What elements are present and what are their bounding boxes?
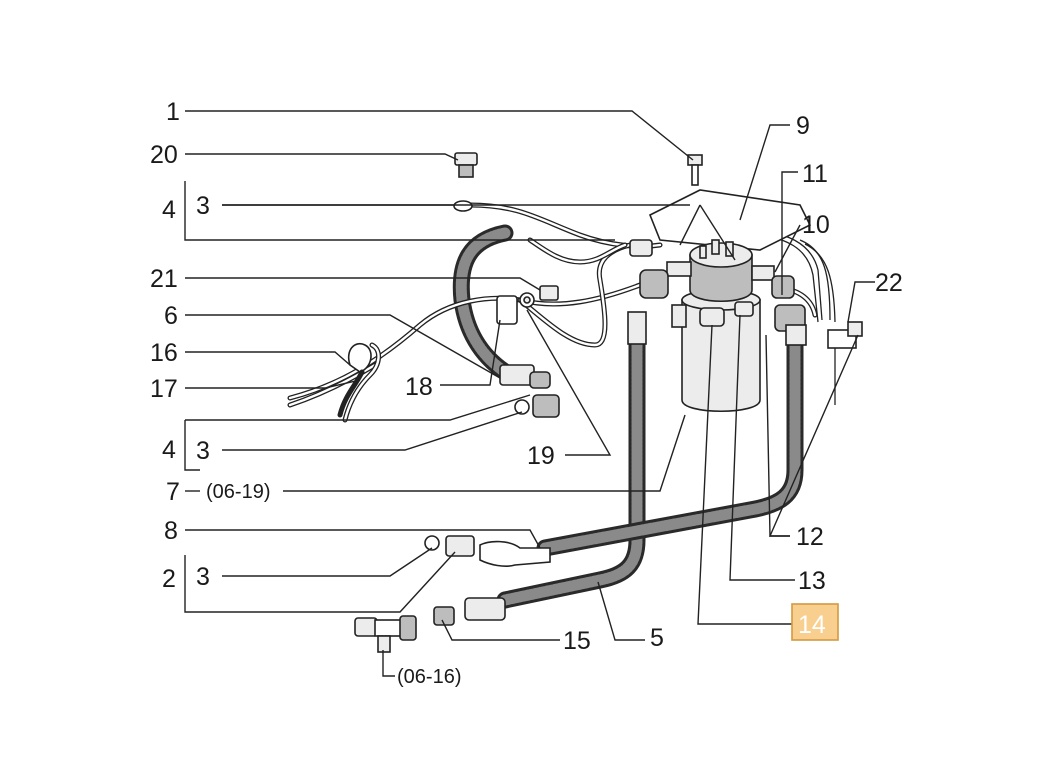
label-5: 5 (650, 624, 664, 652)
clip-16 (337, 343, 372, 418)
label-15: 15 (563, 627, 591, 655)
label-21: 21 (150, 265, 178, 293)
label-12: 12 (796, 523, 824, 551)
filter-head (689, 254, 753, 303)
tubes (287, 202, 818, 423)
label-2-ref: (06-16) (397, 666, 461, 688)
elbow-8 (479, 540, 551, 567)
label-17: 17 (150, 375, 178, 403)
label-13: 13 (798, 567, 826, 595)
label-18: 18 (405, 373, 433, 401)
label-7: 7 (166, 478, 180, 506)
label-3a: 3 (196, 192, 210, 220)
label-10: 10 (802, 211, 830, 239)
label-16: 16 (150, 339, 178, 367)
adapter-2 (445, 535, 475, 557)
label-19: 19 (527, 442, 555, 470)
callout-labels: 1 20 4 3 21 6 16 17 18 4 3 19 7 (06-19) … (150, 98, 903, 688)
tee-fitting (354, 615, 417, 653)
leader-lines (184, 110, 875, 677)
label-4a: 4 (162, 196, 176, 224)
label-9: 9 (796, 112, 810, 140)
label-22: 22 (875, 269, 903, 297)
label-2: 2 (162, 565, 176, 593)
label-1: 1 (166, 98, 180, 126)
mounting-bracket (648, 189, 812, 251)
label-11: 11 (802, 160, 828, 188)
label-6: 6 (164, 302, 178, 330)
screw-21 (539, 285, 559, 301)
bolt-1 (687, 154, 703, 166)
label-7-ref: (06-19) (206, 481, 270, 503)
label-3b: 3 (196, 437, 210, 465)
label-14-highlight (791, 603, 839, 641)
label-3c: 3 (196, 563, 210, 591)
washer-3c (424, 535, 440, 551)
label-20: 20 (150, 141, 178, 169)
banjo-bolt-20 (454, 152, 478, 178)
washer-3b (514, 399, 530, 415)
filter-canister (681, 299, 761, 412)
loose-parts (337, 152, 863, 653)
label-4b: 4 (162, 436, 176, 464)
bracket-22 (827, 321, 863, 405)
label-8: 8 (164, 517, 178, 545)
fitting-15 (433, 606, 455, 626)
label-14: 14 (798, 611, 826, 639)
clamp-18 (496, 295, 518, 325)
hoses (452, 224, 804, 609)
